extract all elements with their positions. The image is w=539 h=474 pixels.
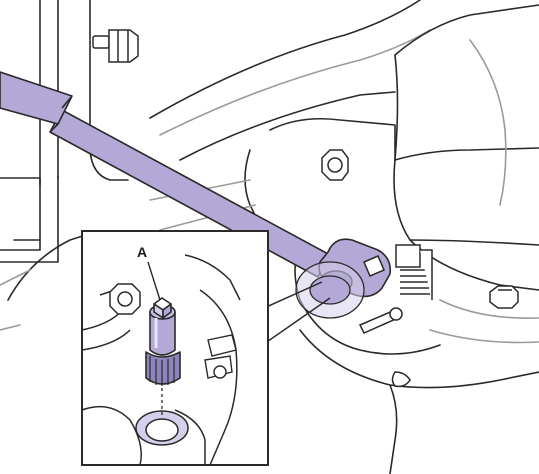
inset-nut	[109, 283, 141, 315]
callout-leader	[147, 261, 161, 301]
lower-left-bracket-2	[0, 175, 59, 263]
casting-bottom	[389, 384, 398, 474]
spring-link	[395, 244, 433, 300]
housing-arc	[469, 39, 507, 206]
callout-label-a: A	[137, 244, 148, 260]
bolt-middle	[321, 149, 349, 181]
socket-tool	[145, 297, 181, 386]
lower-rod	[358, 307, 411, 388]
inset-hole	[135, 410, 189, 446]
casting-body	[269, 117, 396, 161]
housing-inner	[393, 54, 539, 291]
detail-inset	[81, 230, 331, 466]
body-contour-2	[159, 29, 431, 136]
lower-left-arm	[7, 231, 96, 301]
bolt-top-left	[92, 29, 139, 63]
casting-mid-line-2	[429, 329, 539, 344]
casting-lower-edge	[299, 329, 539, 389]
faint-line-3	[0, 269, 31, 286]
casting-left	[244, 149, 261, 226]
body-contour-3	[179, 91, 396, 161]
casting-mid-line	[439, 299, 539, 319]
square-drive	[363, 255, 385, 277]
bolt-right	[489, 285, 519, 309]
faint-line-4	[0, 324, 21, 331]
casting-front	[294, 239, 441, 355]
housing-lower	[394, 147, 539, 161]
housing-rim	[409, 239, 539, 246]
lower-left-bracket	[0, 177, 41, 251]
wrench-grip	[0, 71, 73, 125]
inset-linkage	[204, 334, 237, 379]
housing-outline	[394, 4, 539, 56]
body-contour-1	[149, 0, 421, 119]
